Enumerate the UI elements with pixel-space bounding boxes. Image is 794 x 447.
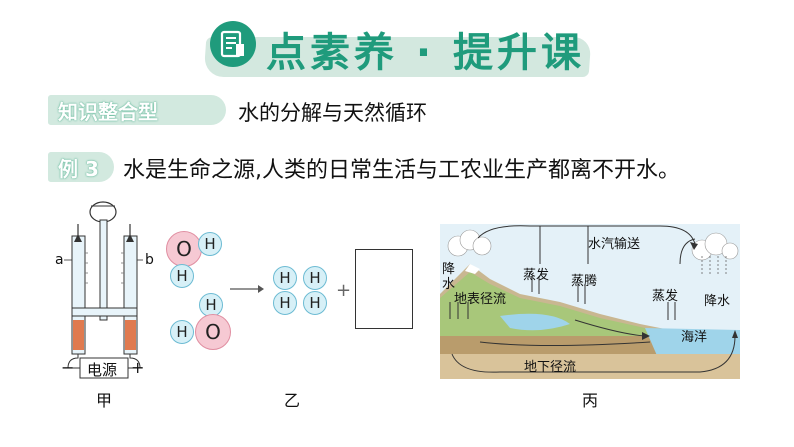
figure-caption-bing: 丙 xyxy=(582,391,599,410)
precipitation-right-label: 降水 xyxy=(704,294,731,309)
hydrogen-atom: H xyxy=(273,291,297,315)
section-topic: 水的分解与天然循环 xyxy=(238,101,427,125)
tube-label-a: a xyxy=(55,252,64,268)
oxygen-atom: O xyxy=(195,314,231,350)
figure-caption-yi: 乙 xyxy=(284,391,301,410)
positive-terminal: + xyxy=(131,358,145,377)
section-tag: 知识整合型 xyxy=(48,95,226,125)
power-source-label: 电源 xyxy=(87,361,118,379)
answer-box xyxy=(355,249,413,329)
hydrogen-atom: H xyxy=(170,264,194,288)
hydrogen-atom: H xyxy=(199,293,223,317)
hydrogen-atom: H xyxy=(170,320,194,344)
example-tag-label: 例 3 xyxy=(58,156,99,181)
surface-runoff-label: 地表径流 xyxy=(454,292,507,307)
oxygen-atom: O xyxy=(166,231,202,267)
underground-runoff-label: 地下径流 xyxy=(524,360,577,375)
transpiration-label: 蒸腾 xyxy=(571,274,598,289)
page-title: 点素养 · 提升课 xyxy=(266,30,586,76)
hydrogen-atom: H xyxy=(273,266,297,290)
negative-terminal: − xyxy=(61,358,75,377)
vapor-transport-label: 水汽输送 xyxy=(588,237,641,252)
ocean-label: 海洋 xyxy=(681,330,708,345)
hydrogen-atom: H xyxy=(198,232,222,256)
water-cycle-diagram xyxy=(440,224,740,379)
tube-label-b: b xyxy=(145,252,154,268)
hydrogen-atom: H xyxy=(303,266,327,290)
precipitation-left-label: 降水 xyxy=(442,262,456,292)
plus-sign: + xyxy=(336,280,352,301)
electrolysis-apparatus-diagram xyxy=(64,201,143,379)
reaction-arrow-icon xyxy=(230,285,264,293)
section-tag-label: 知识整合型 xyxy=(58,99,158,124)
evaporation-right-label: 蒸发 xyxy=(652,289,679,304)
figure-caption-jia: 甲 xyxy=(96,391,113,410)
example-tag: 例 3 xyxy=(48,152,114,182)
document-icon xyxy=(210,21,256,67)
hydrogen-atom: H xyxy=(303,291,327,315)
example-text: 水是生命之源,人类的日常生活与工农业生产都离不开水。 xyxy=(123,158,680,183)
evaporation-left-label: 蒸发 xyxy=(523,268,550,283)
